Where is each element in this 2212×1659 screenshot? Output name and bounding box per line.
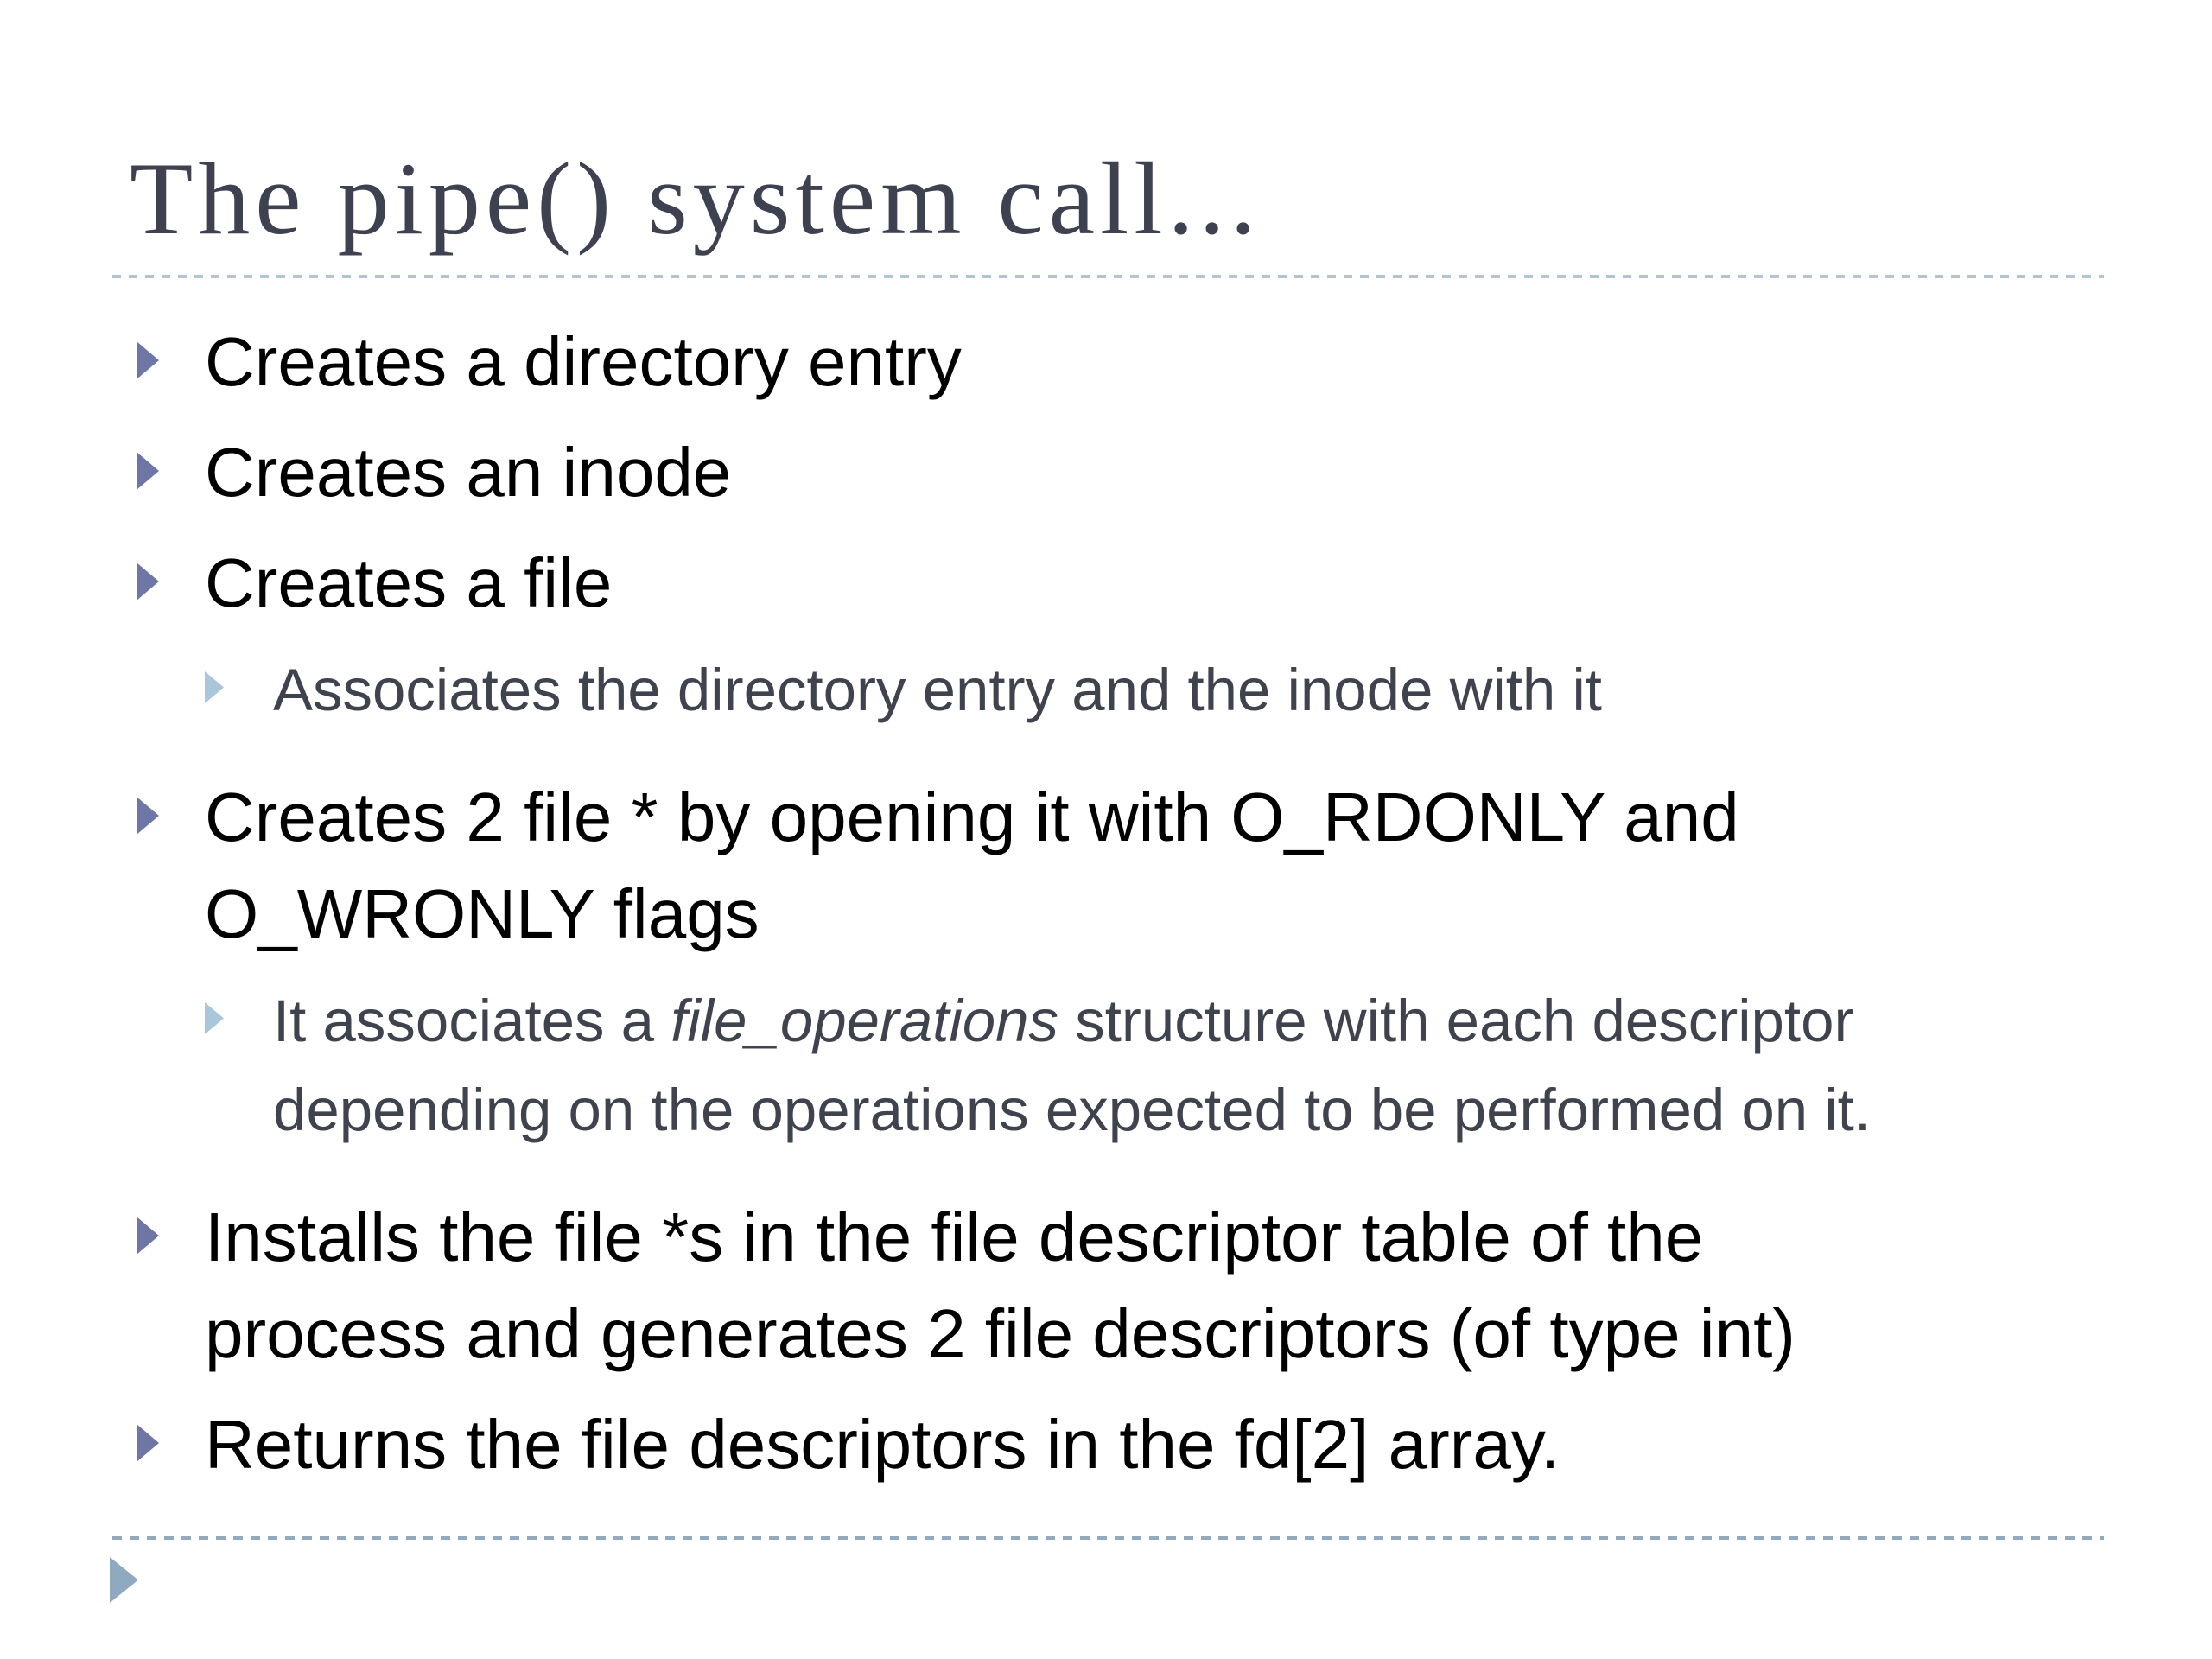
bullet-text: Creates a file xyxy=(205,544,613,621)
sub-bullet-text: Associates the directory entry and the i… xyxy=(273,657,1602,723)
sub-bullet-item: Associates the directory entry and the i… xyxy=(137,645,2164,734)
slide-title: The pipe() system call... xyxy=(130,141,1262,256)
bullet-item: Creates 2 file * by opening it with O_RD… xyxy=(137,769,2164,963)
bullet-text: Creates 2 file * by opening it with O_RD… xyxy=(205,779,1739,952)
bullet-text: Returns the file descriptors in the fd[2… xyxy=(205,1406,1560,1483)
bullet-item: Installs the file *s in the file descrip… xyxy=(137,1189,2164,1382)
bullet-item: Creates a directory entry xyxy=(137,314,2164,410)
bullet-text: Installs the file *s in the file descrip… xyxy=(205,1198,1796,1372)
bullet-item: Returns the file descriptors in the fd[2… xyxy=(137,1396,2164,1493)
bullet-list: Creates a directory entry Creates an ino… xyxy=(137,314,2164,1507)
footer-arrow-icon xyxy=(110,1557,138,1603)
bullet-arrow-icon xyxy=(137,797,159,835)
bullet-arrow-icon xyxy=(205,1002,224,1034)
bullet-text: Creates an inode xyxy=(205,434,732,511)
title-divider xyxy=(112,275,2104,278)
bullet-arrow-icon xyxy=(137,452,159,490)
bullet-arrow-icon xyxy=(137,341,159,379)
sub-bullet-item: It associates a file_operations structur… xyxy=(137,976,2164,1154)
bullet-arrow-icon xyxy=(137,1424,159,1462)
bullet-arrow-icon xyxy=(137,1217,159,1255)
italic-term: file_operations xyxy=(671,988,1059,1054)
bullet-item: Creates an inode xyxy=(137,424,2164,521)
bullet-arrow-icon xyxy=(205,671,224,703)
bullet-item: Creates a file xyxy=(137,535,2164,632)
footer-divider xyxy=(112,1536,2104,1540)
sub-bullet-text: It associates a file_operations structur… xyxy=(273,988,1871,1143)
bullet-arrow-icon xyxy=(137,563,159,601)
bullet-text: Creates a directory entry xyxy=(205,323,962,400)
